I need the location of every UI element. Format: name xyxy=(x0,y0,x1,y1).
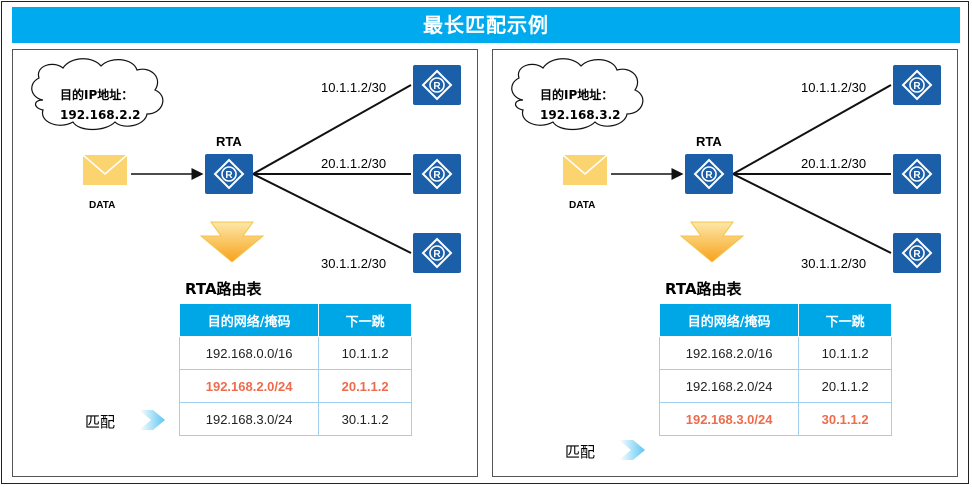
next-hop-cell: 20.1.1.2 xyxy=(318,369,412,403)
cloud-shape xyxy=(31,58,164,131)
header-next-hop: 下一跳 xyxy=(318,303,412,337)
next-hop-cell: 10.1.1.2 xyxy=(318,336,412,370)
next-hop-cell: 20.1.1.2 xyxy=(798,369,892,403)
next-hop-cell: 30.1.1.2 xyxy=(318,402,412,436)
svg-text:R: R xyxy=(225,170,233,181)
link-line xyxy=(252,173,412,254)
next-hop-cell: 30.1.1.2 xyxy=(798,402,892,436)
routing-table-title: RTA路由表 xyxy=(665,280,742,298)
next-hop-cell: 10.1.1.2 xyxy=(798,336,892,370)
link-label-1: 10.1.1.2/30 xyxy=(321,80,387,95)
dest-ip-value: 192.168.2.2 xyxy=(60,108,141,122)
link-label-1: 10.1.1.2/30 xyxy=(801,80,867,95)
link-line xyxy=(732,173,892,254)
link-line xyxy=(252,84,412,175)
destination-cell: 192.168.0.0/16 xyxy=(178,336,320,370)
svg-text:R: R xyxy=(913,81,921,92)
dest-ip-value: 192.168.3.2 xyxy=(540,108,621,122)
match-label: 匹配 xyxy=(85,413,116,431)
dest-ip-label: 目的IP地址： xyxy=(60,88,134,102)
topology-diagram: R R R R xyxy=(31,58,461,430)
table-header-row: 目的网络/掩码下一跳 xyxy=(178,303,412,337)
right-arrow-icon xyxy=(139,410,165,430)
router-next-hop-icon: R xyxy=(893,233,941,273)
destination-cell: 192.168.3.0/24 xyxy=(178,402,320,436)
svg-text:R: R xyxy=(913,249,921,260)
router-next-hop-icon: R xyxy=(413,233,461,273)
svg-text:R: R xyxy=(433,170,441,181)
destination-cell: 192.168.2.0/24 xyxy=(658,369,800,403)
page-title: 最长匹配示例 xyxy=(12,7,960,43)
destination-cell: 192.168.2.0/24 xyxy=(178,369,320,403)
envelope-icon xyxy=(562,154,608,185)
router-label: RTA xyxy=(696,134,722,149)
routing-table-title: RTA路由表 xyxy=(185,280,262,298)
header-destination: 目的网络/掩码 xyxy=(178,303,320,337)
link-label-2: 20.1.1.2/30 xyxy=(801,156,867,171)
router-label: RTA xyxy=(216,134,242,149)
router-rta-icon: R xyxy=(205,154,253,194)
link-label-3: 30.1.1.2/30 xyxy=(321,256,387,271)
svg-text:R: R xyxy=(913,170,921,181)
destination-cell: 192.168.2.0/16 xyxy=(658,336,800,370)
link-label-2: 20.1.1.2/30 xyxy=(321,156,387,171)
router-next-hop-icon: R xyxy=(413,65,461,105)
svg-text:R: R xyxy=(433,81,441,92)
svg-text:R: R xyxy=(433,249,441,260)
cloud-shape xyxy=(511,58,644,131)
router-next-hop-icon: R xyxy=(893,154,941,194)
router-next-hop-icon: R xyxy=(413,154,461,194)
router-next-hop-icon: R xyxy=(893,65,941,105)
header-destination: 目的网络/掩码 xyxy=(658,303,800,337)
destination-cell: 192.168.3.0/24 xyxy=(658,402,800,436)
down-arrow-icon xyxy=(199,221,265,263)
svg-text:R: R xyxy=(705,170,713,181)
data-label: DATA xyxy=(89,200,116,211)
table-header-row: 目的网络/掩码下一跳 xyxy=(658,303,892,337)
header-next-hop: 下一跳 xyxy=(798,303,892,337)
dest-ip-label: 目的IP地址： xyxy=(540,88,614,102)
link-line xyxy=(732,84,892,175)
topology-diagram: R R R R xyxy=(511,58,941,460)
match-label: 匹配 xyxy=(565,443,596,461)
envelope-icon xyxy=(82,154,128,185)
down-arrow-icon xyxy=(679,221,745,263)
router-rta-icon: R xyxy=(685,154,733,194)
data-label: DATA xyxy=(569,200,596,211)
right-arrow-icon xyxy=(619,440,645,460)
link-label-3: 30.1.1.2/30 xyxy=(801,256,867,271)
